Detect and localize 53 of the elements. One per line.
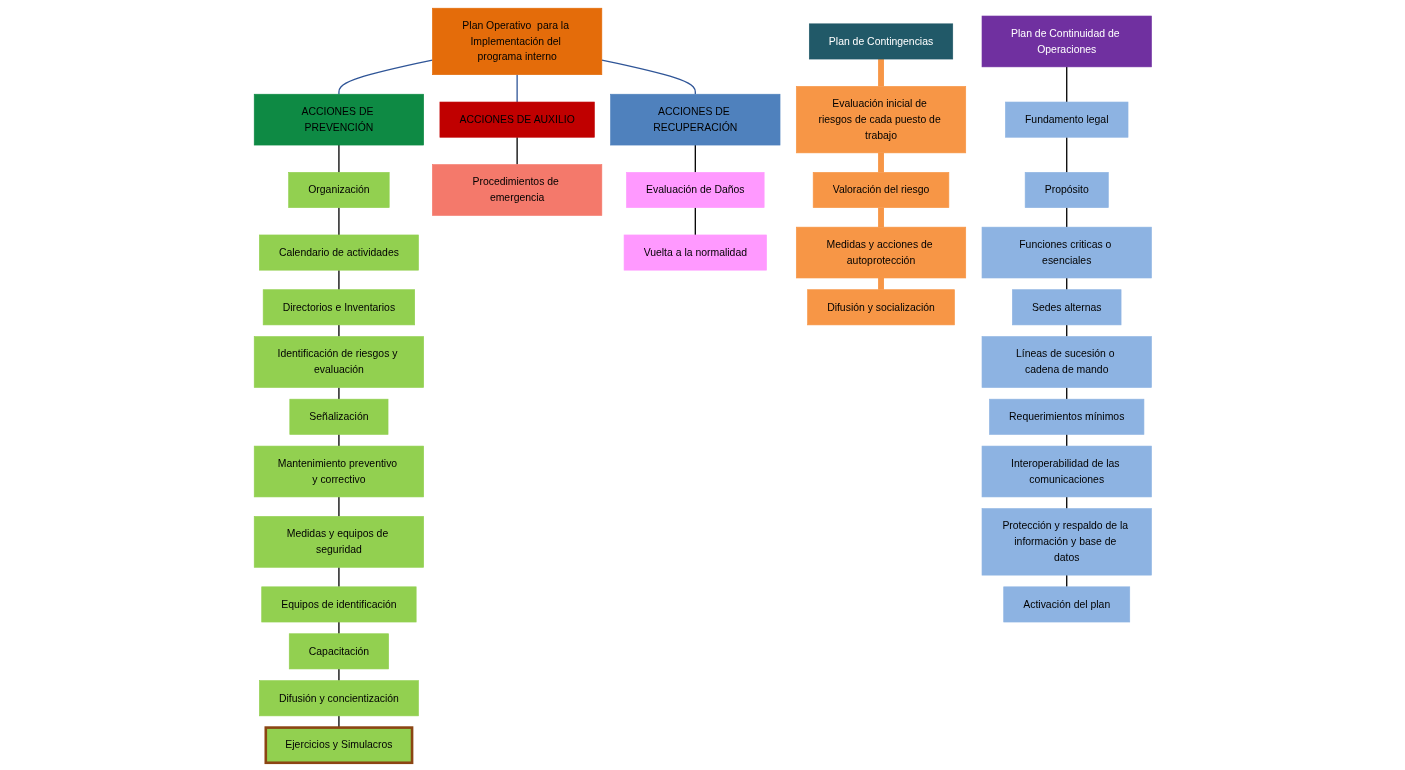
- node-box: Funciones criticas o esenciales: [981, 226, 1152, 278]
- node-box: Propósito: [1024, 171, 1109, 208]
- node-box: Evaluación inicial de riesgos de cada puesto de trabajo: [795, 85, 966, 153]
- node-box: Difusión y socialización: [806, 288, 955, 325]
- node-box: Líneas de sucesión o cadena de mando: [981, 335, 1152, 388]
- node-box: Plan Operativo para la Implementación del programa interno: [431, 7, 602, 75]
- node-box: Difusión y concientización: [258, 679, 419, 716]
- node-box: ACCIONES DE AUXILIO: [439, 101, 595, 138]
- connector: [337, 143, 340, 173]
- node-box: Ejercicios y Simulacros: [264, 725, 414, 764]
- node-box: Sedes alternas: [1011, 288, 1122, 325]
- node-box: Vuelta a la normalidad: [623, 234, 767, 270]
- node-box: Capacitación: [288, 632, 389, 669]
- connector: [337, 714, 340, 728]
- node-box: Plan de Contingencias: [808, 23, 953, 59]
- connector: [600, 58, 696, 95]
- node-box: Evaluación de Daños: [625, 171, 765, 208]
- connector: [516, 136, 518, 165]
- node-box: ACCIONES DE PREVENCIÓN: [253, 93, 424, 145]
- node-box: Activación del plan: [1003, 586, 1130, 622]
- connector: [694, 143, 696, 173]
- node-box: Procedimientos de emergencia: [431, 163, 602, 216]
- connector: [337, 58, 433, 95]
- connector: [337, 566, 340, 587]
- node-box: Mantenimiento preventivo y correctivo: [253, 445, 424, 497]
- connector: [1065, 136, 1068, 173]
- connector: [337, 433, 340, 447]
- node-box: Protección y respaldo de la información y base de datos: [981, 507, 1152, 575]
- connector: [337, 667, 340, 681]
- node-box: Interoperabilidad de las comunicaciones: [981, 445, 1152, 497]
- connector: [694, 206, 696, 236]
- node-box: Equipos de identificación: [261, 586, 417, 622]
- node-box: Calendario de actividades: [258, 234, 419, 270]
- connector: [337, 620, 340, 634]
- connector: [337, 206, 340, 236]
- node-box: Fundamento legal: [1004, 101, 1128, 138]
- node-box: Organización: [288, 171, 390, 208]
- connector: [1065, 65, 1068, 103]
- connector: [337, 323, 340, 337]
- node-box: ACCIONES DE RECUPERACIÓN: [609, 93, 780, 145]
- connector: [337, 495, 340, 517]
- node-box: Señalización: [289, 398, 389, 435]
- connector: [516, 73, 518, 103]
- node-box: Medidas y acciones de autoprotección: [795, 226, 966, 278]
- connector: [1065, 206, 1068, 228]
- connector: [337, 386, 340, 400]
- node-box: Medidas y equipos de seguridad: [253, 515, 424, 568]
- connector: [337, 269, 340, 290]
- node-box: Directorios e Inventarios: [262, 288, 415, 325]
- node-box: Identificación de riesgos y evaluación: [253, 335, 424, 388]
- node-box: Valoración del riesgo: [812, 171, 949, 208]
- node-box: Requerimientos mínimos: [988, 398, 1144, 435]
- node-box: Plan de Continuidad de Operaciones: [981, 15, 1152, 67]
